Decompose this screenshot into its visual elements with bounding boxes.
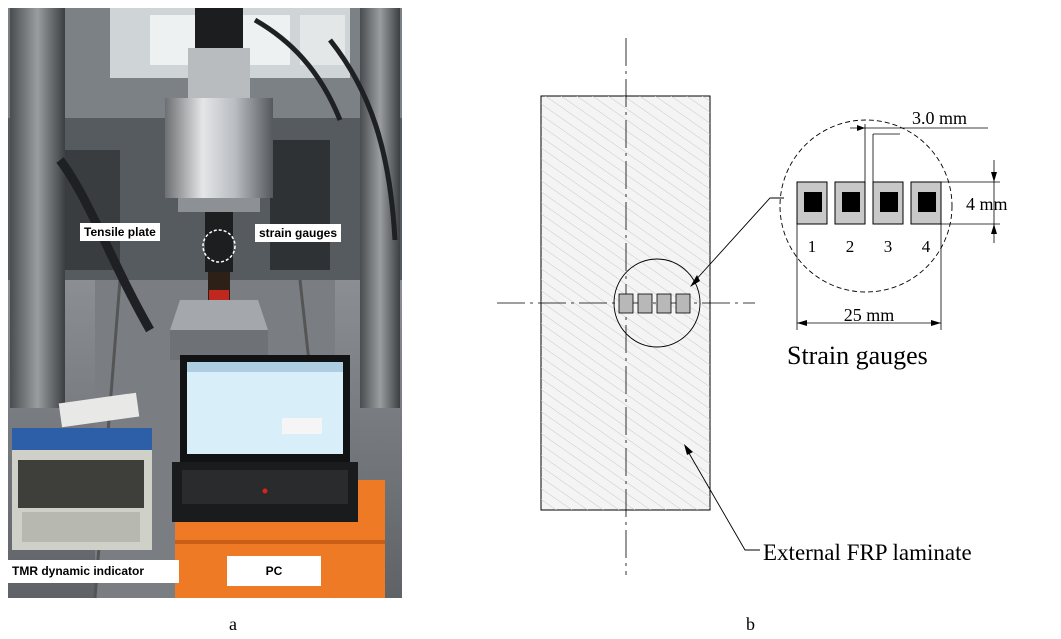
gauge-number-3: 3	[884, 237, 893, 256]
label-tensile-plate: Tensile plate	[80, 223, 160, 241]
gauge-number-1: 1	[808, 237, 817, 256]
detail-leader	[692, 197, 784, 284]
plate-gauge-4	[675, 293, 691, 314]
dim-total-arrow-left	[797, 320, 807, 326]
plate-gauge-2	[637, 293, 653, 314]
laminate-leader-arrowhead	[684, 444, 693, 455]
laminate-leader	[685, 447, 760, 551]
gauge-4-grid	[918, 192, 936, 212]
laminate-label: External FRP laminate	[763, 540, 972, 565]
gauge-number-2: 2	[846, 237, 855, 256]
label-strain-gauges: strain gauges	[255, 224, 342, 242]
dim-height-arrow-bottom	[991, 224, 997, 234]
dim-total-arrow-right	[931, 320, 941, 326]
dim-height-label: 4 mm	[966, 194, 1008, 214]
laminate-drawing: 1 2 3 4 3.0 mm 4 mm 25 mm Strain gauges …	[497, 38, 1008, 575]
gauge-number-4: 4	[922, 237, 931, 256]
plate-detail-circle	[613, 258, 701, 348]
photo-frame	[8, 8, 402, 599]
caption-b: b	[746, 614, 755, 634]
gauge-1-grid	[804, 192, 822, 212]
gauge-2-grid	[842, 192, 860, 212]
dim-total-label: 25 mm	[844, 305, 895, 325]
label-pc: PC	[227, 556, 321, 586]
caption-a: a	[229, 614, 237, 634]
label-tmr-indicator: TMR dynamic indicator	[8, 560, 179, 583]
enlarged-gauges	[796, 181, 942, 225]
enlarged-detail-circle	[779, 119, 953, 293]
plate-gauge-3	[656, 293, 672, 314]
dim-spacing-arrow	[857, 125, 865, 131]
detail-title: Strain gauges	[787, 341, 928, 370]
gauge-3-grid	[880, 192, 898, 212]
detail-leader-arrowhead	[690, 275, 700, 287]
dim-height-arrow-top	[991, 172, 997, 182]
plate-gauge-1	[618, 293, 634, 314]
dim-spacing-label: 3.0 mm	[912, 108, 967, 128]
